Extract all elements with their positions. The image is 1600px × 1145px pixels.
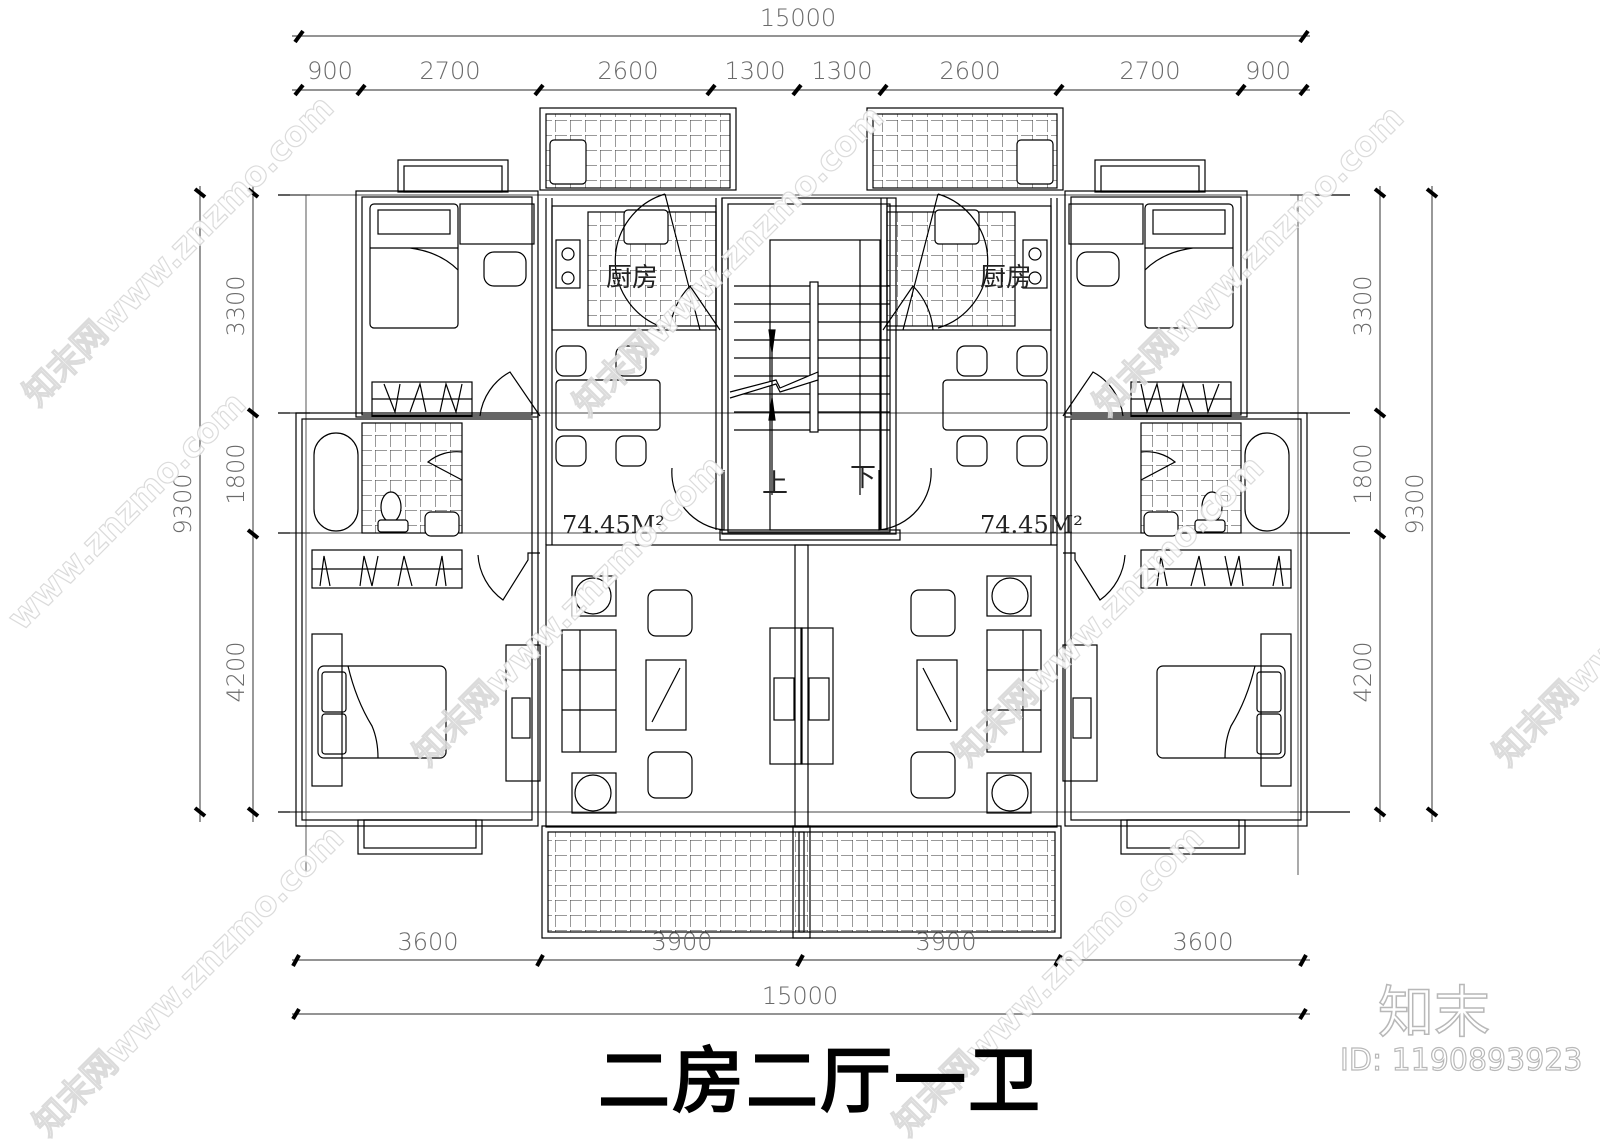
dining-area-left (555, 345, 725, 531)
living-room-left (545, 544, 809, 828)
top-seg-8: 900 (1245, 57, 1291, 85)
left-total-label: 9300 (169, 473, 197, 534)
master-bedroom-left (311, 549, 541, 787)
bottom-seg-2: 3900 (651, 928, 712, 956)
bottom-dimension-lines (291, 954, 1310, 1021)
left-unit (295, 107, 811, 939)
stairwell (719, 197, 901, 541)
right-seg-3: 4200 (1349, 641, 1377, 702)
bathroom-left (313, 422, 463, 537)
top-seg-6: 2600 (939, 57, 1000, 85)
kitchen-label-right: 厨房 (980, 263, 1032, 293)
room-labels: 厨房 厨房 74.45M² 74.45M² 上 下 (562, 263, 1083, 539)
bottom-seg-4: 3600 (1172, 928, 1233, 956)
area-label-right: 74.45M² (980, 511, 1083, 539)
stair-down-label: 下 (850, 463, 876, 493)
right-total-label: 9300 (1401, 473, 1429, 534)
drawing-id: ID: 1190893923 (1339, 1042, 1583, 1078)
kitchen-left (539, 107, 737, 331)
right-unit (792, 107, 1308, 939)
floor-plan-drawing: 15000 900 2700 2600 1300 1300 2600 2700 … (169, 4, 1439, 1021)
top-seg-7: 2700 (1119, 57, 1180, 85)
right-seg-2: 1800 (1349, 443, 1377, 504)
drawing-title: 二房二厅一卫 (598, 1039, 1043, 1123)
right-seg-1: 3300 (1349, 275, 1377, 336)
left-seg-2: 1800 (222, 443, 250, 504)
balcony-left (541, 825, 811, 939)
left-seg-1: 3300 (222, 275, 250, 336)
stair-up-label: 上 (762, 469, 788, 499)
top-total-label: 15000 (760, 4, 836, 32)
kitchen-label-left: 厨房 (606, 263, 658, 293)
top-seg-2: 2700 (419, 57, 480, 85)
left-seg-3: 4200 (222, 641, 250, 702)
small-bedroom-left (369, 203, 541, 417)
top-seg-4: 1300 (724, 57, 785, 85)
area-label-left: 74.45M² (562, 511, 665, 539)
brand-logo: 知末 (1377, 980, 1491, 1047)
top-seg-5: 1300 (811, 57, 872, 85)
top-dimension-lines (292, 29, 1310, 97)
bottom-seg-3: 3900 (915, 928, 976, 956)
left-dimension-lines (193, 186, 310, 822)
bottom-seg-1: 3600 (397, 928, 458, 956)
dimension-labels: 15000 900 2700 2600 1300 1300 2600 2700 … (169, 4, 1429, 1010)
top-seg-3: 2600 (597, 57, 658, 85)
bottom-total-label: 15000 (762, 982, 838, 1010)
top-seg-1: 900 (307, 57, 353, 85)
right-dimension-lines (1290, 186, 1439, 822)
